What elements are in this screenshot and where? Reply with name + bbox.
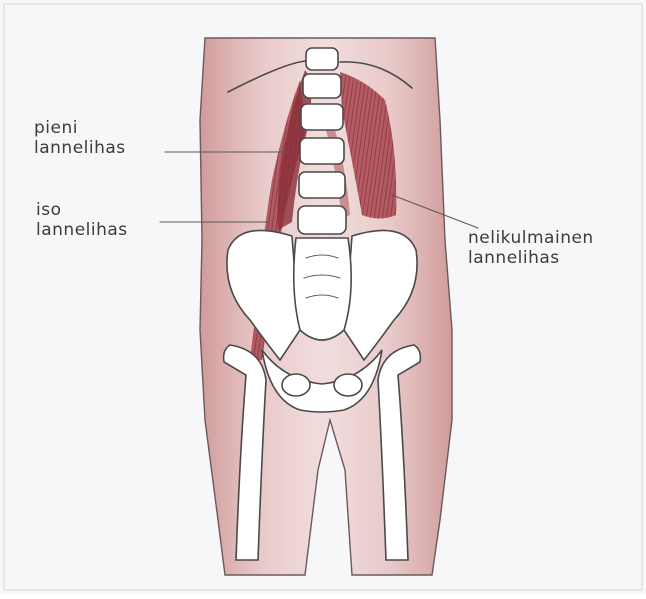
vertebra-l2 [301,104,343,130]
obturator-foramen-left [282,374,310,396]
label-iso-lannelihas: iso lannelihas [36,200,128,240]
vertebra-t12 [306,48,338,70]
vertebra-l5 [298,206,346,234]
sacrum [294,238,351,340]
vertebra-l3 [300,138,344,164]
label-nelikulmainen-lannelihas: nelikulmainen lannelihas [468,228,594,268]
label-pieni-lannelihas: pieni lannelihas [34,118,126,158]
spine [298,48,346,234]
vertebra-l1 [303,74,341,98]
vertebra-l4 [299,172,345,198]
obturator-foramen-right [334,374,362,396]
